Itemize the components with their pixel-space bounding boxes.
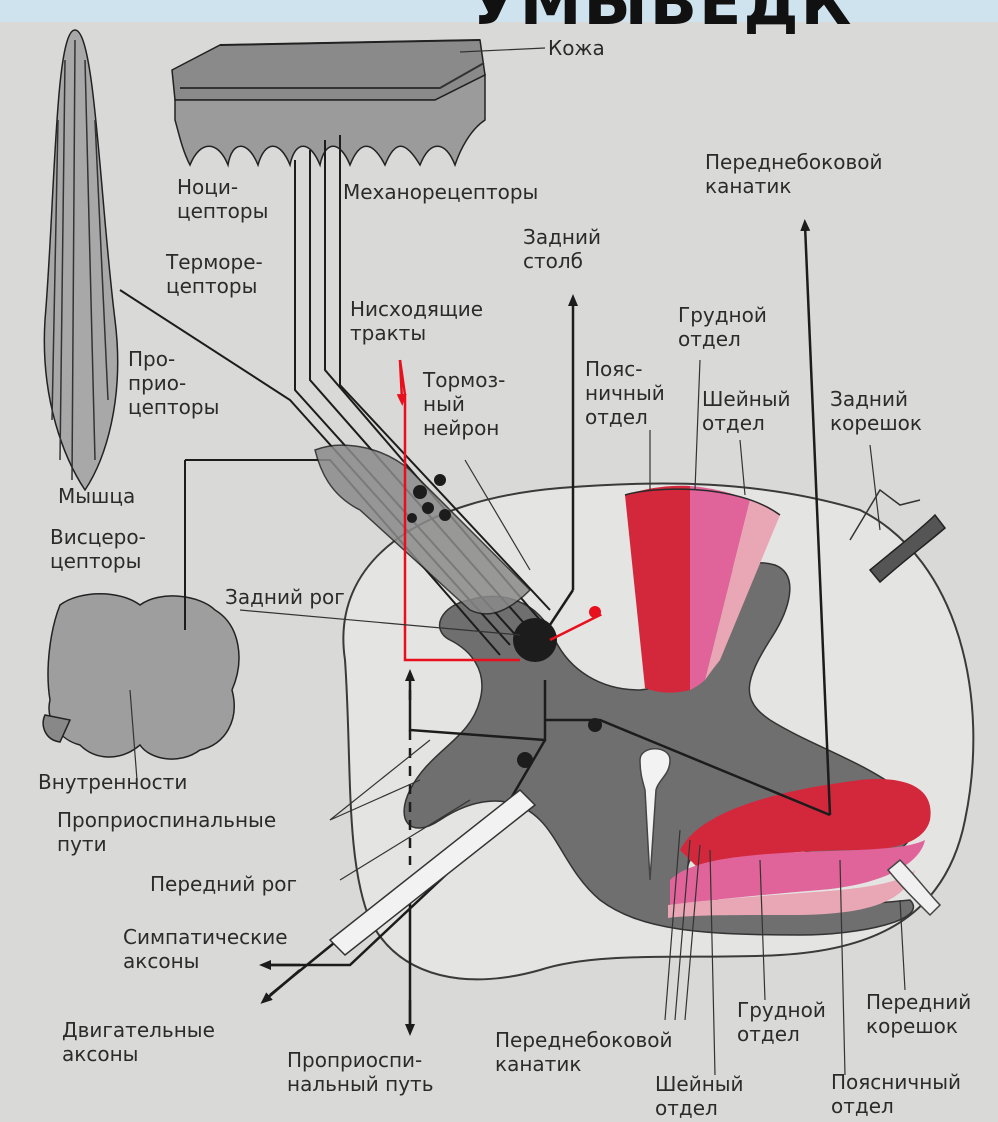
label-sympathetic-axons: Симпатические аксоны — [123, 925, 288, 973]
label-viscera: Внутренности — [38, 770, 187, 794]
label-nociceptors: Ноци- цепторы — [177, 175, 268, 223]
label-inhibitory-neuron: Тормоз- ный нейрон — [423, 368, 505, 440]
label-thermoreceptors: Терморе- цепторы — [166, 250, 263, 298]
label-lumbar-top: Пояс- ничный отдел — [585, 357, 665, 429]
viscera-shape — [43, 594, 239, 759]
label-motor-axons: Двигательные аксоны — [62, 1018, 215, 1066]
label-propriospinal-paths: Проприоспинальные пути — [57, 808, 276, 856]
label-cervical-top: Шейный отдел — [702, 387, 791, 435]
label-posterior-horn: Задний рог — [225, 585, 345, 609]
label-anterolateral-top: Переднебоковой канатик — [705, 150, 882, 198]
label-anterolateral-bottom: Переднебоковой канатик — [495, 1028, 672, 1076]
label-muscle: Мышца — [58, 484, 135, 508]
label-posterior-column: Задний столб — [523, 225, 601, 273]
label-mechanoreceptors: Механорецепторы — [343, 180, 538, 204]
label-visceroceptors: Висцеро- цепторы — [50, 525, 146, 573]
skin-block — [172, 40, 485, 165]
label-skin: Кожа — [548, 36, 605, 60]
label-descending-tracts: Нисходящие тракты — [350, 297, 483, 345]
label-thoracic-top: Грудной отдел — [678, 303, 767, 351]
label-proprioceptors: Про- прио- цепторы — [128, 347, 219, 419]
label-propriospinal-path: Проприоспи- нальный путь — [287, 1048, 433, 1096]
label-lumbar-bottom: Поясничный отдел — [831, 1070, 961, 1118]
label-thoracic-bottom: Грудной отдел — [737, 998, 826, 1046]
muscle-shape — [44, 30, 117, 490]
label-posterior-root: Задний корешок — [830, 387, 922, 435]
label-cervical-bottom: Шейный отдел — [655, 1072, 744, 1120]
label-anterior-root: Передний корешок — [866, 990, 971, 1038]
label-anterior-horn: Передний рог — [150, 872, 297, 896]
